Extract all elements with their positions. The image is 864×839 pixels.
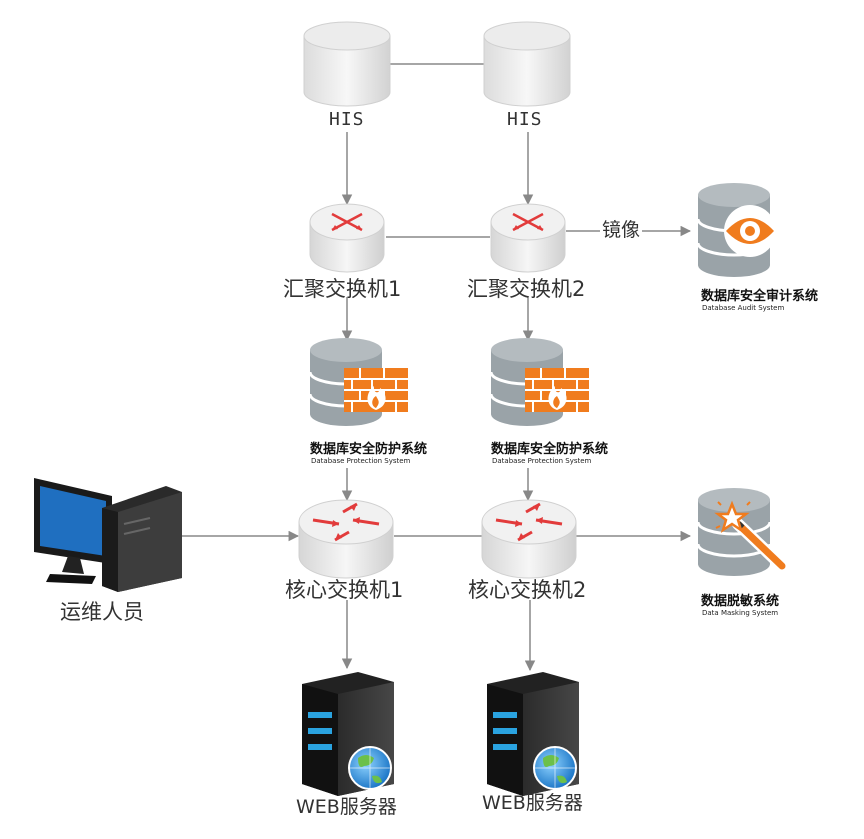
his-1-label: HIS bbox=[329, 109, 365, 130]
data-masking-sublabel: Data Masking System bbox=[702, 609, 779, 617]
web-server-1-icon bbox=[302, 672, 394, 796]
edges bbox=[182, 63, 692, 672]
db-firewall-1-sublabel: Database Protection System bbox=[311, 457, 411, 465]
agg-switch-2-icon bbox=[490, 203, 566, 273]
db-firewall-1-icon bbox=[308, 338, 408, 426]
ops-staff-label: 运维人员 bbox=[60, 600, 144, 624]
database-audit-icon bbox=[696, 183, 776, 277]
db-firewall-1-label: 数据库安全防护系统 bbox=[310, 442, 428, 457]
web-server-1-label: WEB服务器 bbox=[296, 796, 397, 818]
core-switch-2-label: 核心交换机2 bbox=[468, 578, 587, 602]
web-server-2-label: WEB服务器 bbox=[482, 792, 583, 814]
agg-switch-1-icon bbox=[309, 203, 385, 273]
his-database-2-icon bbox=[483, 21, 571, 107]
mirror-edge-label: 镜像 bbox=[600, 215, 643, 242]
db-firewall-2-sublabel: Database Protection System bbox=[492, 457, 592, 465]
data-masking-label: 数据脱敏系统 bbox=[701, 594, 780, 609]
core-switch-1-label: 核心交换机1 bbox=[285, 578, 404, 602]
core-switch-1-icon bbox=[298, 499, 394, 579]
web-server-2-icon bbox=[487, 672, 579, 796]
workstation-icon bbox=[34, 478, 182, 592]
db-firewall-2-label: 数据库安全防护系统 bbox=[491, 442, 609, 457]
his-2-label: HIS bbox=[507, 109, 543, 130]
audit-system-sublabel: Database Audit System bbox=[702, 304, 785, 312]
agg-switch-1-label: 汇聚交换机1 bbox=[283, 277, 402, 301]
db-firewall-2-icon bbox=[489, 338, 589, 426]
data-masking-icon bbox=[696, 488, 788, 576]
his-database-1-icon bbox=[303, 21, 391, 107]
core-switch-2-icon bbox=[481, 499, 577, 579]
agg-switch-2-label: 汇聚交换机2 bbox=[467, 277, 586, 301]
audit-system-label: 数据库安全审计系统 bbox=[701, 289, 819, 304]
